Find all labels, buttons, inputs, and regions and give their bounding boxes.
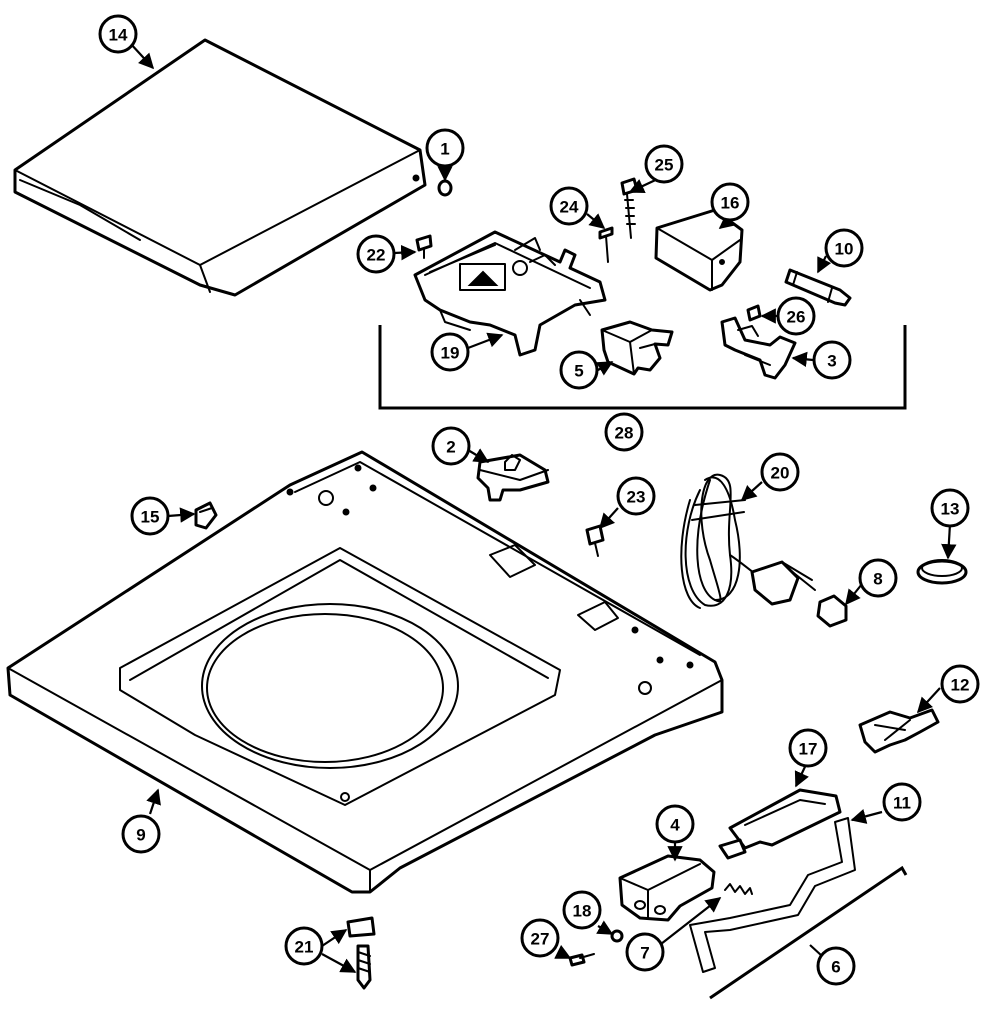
svg-text:6: 6 bbox=[831, 958, 840, 977]
part-clip-12 bbox=[858, 708, 940, 754]
svg-text:17: 17 bbox=[799, 740, 818, 759]
svg-text:23: 23 bbox=[627, 488, 646, 507]
svg-text:19: 19 bbox=[441, 344, 460, 363]
callout-18: 18 bbox=[562, 890, 602, 930]
callout-23: 23 bbox=[616, 476, 656, 516]
callout-6: 6 bbox=[816, 946, 856, 986]
svg-text:2: 2 bbox=[446, 438, 455, 457]
part-top-panel bbox=[6, 450, 724, 894]
callout-28: 28 bbox=[604, 412, 644, 452]
callout-16: 16 bbox=[710, 182, 750, 222]
svg-text:3: 3 bbox=[827, 352, 836, 371]
svg-text:10: 10 bbox=[835, 240, 854, 259]
part-bumper bbox=[437, 179, 453, 197]
callout-27: 27 bbox=[520, 918, 560, 958]
callout-19: 19 bbox=[430, 332, 470, 372]
callout-14: 14 bbox=[98, 14, 138, 54]
svg-text:14: 14 bbox=[109, 26, 128, 45]
part-power-cord bbox=[680, 473, 816, 609]
part-clip-screw-21 bbox=[346, 916, 376, 990]
part-knob-8 bbox=[816, 594, 848, 628]
svg-text:12: 12 bbox=[951, 676, 970, 695]
svg-text:28: 28 bbox=[615, 424, 634, 443]
svg-text:8: 8 bbox=[873, 570, 882, 589]
callout-15: 15 bbox=[130, 496, 170, 536]
callout-8: 8 bbox=[858, 558, 898, 598]
callout-4: 4 bbox=[655, 804, 695, 844]
part-clip-3 bbox=[720, 316, 797, 380]
callout-10: 10 bbox=[824, 228, 864, 268]
part-screw-26 bbox=[746, 304, 762, 322]
part-switch-5 bbox=[600, 320, 674, 376]
part-screw-27 bbox=[568, 953, 595, 967]
svg-text:16: 16 bbox=[721, 194, 740, 213]
part-bolt-25 bbox=[620, 177, 639, 239]
callout-7: 7 bbox=[625, 932, 665, 972]
svg-text:22: 22 bbox=[367, 246, 386, 265]
part-ring-13 bbox=[916, 559, 968, 585]
svg-text:15: 15 bbox=[141, 508, 160, 527]
svg-text:20: 20 bbox=[771, 464, 790, 483]
part-switch-4 bbox=[618, 854, 716, 922]
assembly-bracket-28 bbox=[378, 325, 907, 410]
part-fuse bbox=[784, 268, 852, 307]
svg-text:7: 7 bbox=[640, 944, 649, 963]
part-15 bbox=[194, 501, 218, 530]
callout-21: 21 bbox=[284, 926, 324, 966]
part-rod-11 bbox=[689, 817, 856, 973]
part-screw-24 bbox=[598, 226, 614, 263]
callout-9: 9 bbox=[121, 814, 161, 854]
part-bumper-2 bbox=[476, 453, 550, 502]
callout-20: 20 bbox=[760, 452, 800, 492]
callout-26: 26 bbox=[776, 296, 816, 336]
leader-lines bbox=[129, 42, 957, 973]
callout-12: 12 bbox=[940, 664, 980, 704]
svg-text:9: 9 bbox=[136, 826, 145, 845]
svg-text:4: 4 bbox=[670, 816, 680, 835]
svg-text:24: 24 bbox=[560, 198, 579, 217]
callout-13: 13 bbox=[930, 488, 970, 528]
callout-1: 1 bbox=[425, 128, 465, 168]
part-screw-22 bbox=[415, 234, 433, 259]
callout-25: 25 bbox=[644, 144, 684, 184]
part-spring-7 bbox=[724, 883, 753, 895]
callout-11: 11 bbox=[882, 782, 922, 822]
svg-text:26: 26 bbox=[787, 308, 806, 327]
callout-17: 17 bbox=[788, 728, 828, 768]
callout-24: 24 bbox=[549, 186, 589, 226]
svg-text:5: 5 bbox=[574, 362, 583, 381]
svg-text:21: 21 bbox=[295, 938, 314, 957]
part-switch-bracket bbox=[413, 230, 607, 357]
callout-3: 3 bbox=[812, 340, 852, 380]
svg-text:25: 25 bbox=[655, 156, 674, 175]
part-screw-23 bbox=[585, 524, 605, 557]
svg-text:27: 27 bbox=[531, 930, 550, 949]
callout-2: 2 bbox=[431, 426, 471, 466]
assembly-bracket-6 bbox=[709, 865, 908, 1000]
callout-22: 22 bbox=[356, 234, 396, 274]
svg-text:1: 1 bbox=[440, 140, 449, 159]
part-lid bbox=[13, 38, 427, 297]
svg-text:11: 11 bbox=[893, 794, 911, 813]
part-washer-18 bbox=[610, 929, 624, 943]
svg-text:18: 18 bbox=[573, 902, 592, 921]
callout-5: 5 bbox=[559, 350, 599, 390]
svg-text:13: 13 bbox=[941, 500, 960, 519]
part-lever-17 bbox=[718, 788, 842, 860]
